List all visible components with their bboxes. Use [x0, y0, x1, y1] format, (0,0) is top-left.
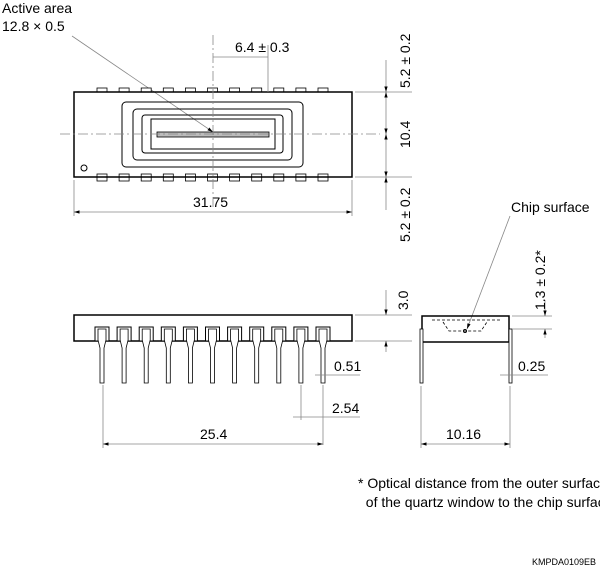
dim-31-75: 31.75 — [193, 194, 228, 210]
side-pins — [94, 326, 331, 384]
pin-lead — [141, 328, 151, 384]
dim-0-51: 0.51 — [334, 358, 361, 374]
chip-surface-leader — [466, 215, 511, 330]
dim-6-4: 6.4 ± 0.3 — [235, 39, 290, 55]
footnote-line1: * Optical distance from the outer surfac… — [358, 475, 600, 491]
chip-hidden-outline — [442, 321, 488, 332]
pin-lead — [318, 328, 328, 384]
dim-0-25: 0.25 — [518, 358, 545, 374]
pin-lead — [119, 328, 129, 384]
pin-lead — [97, 328, 107, 384]
dim-3-0: 3.0 — [395, 290, 411, 310]
dim-5-2-top: 5.2 ± 0.2 — [397, 33, 413, 88]
footnote-line2: of the quartz window to the chip surface — [358, 494, 600, 510]
pin-lead — [252, 328, 262, 384]
active-area-leader — [71, 35, 214, 133]
lead-right — [508, 328, 513, 384]
pin1-mark — [80, 164, 88, 172]
dim-25-4: 25.4 — [200, 426, 227, 442]
dim-1-3: 1.3 ± 0.2* — [532, 250, 548, 310]
dim-10-4: 10.4 — [397, 121, 413, 148]
side-view: 3.0 0.51 2.54 25.4 — [73, 290, 412, 448]
window-frame-2 — [132, 108, 293, 161]
chip-point — [463, 329, 467, 333]
window-frame-outer — [121, 101, 304, 168]
lead-left — [419, 328, 424, 384]
drawing-code: KMPDA0109EB — [532, 557, 596, 566]
pin-lead — [163, 328, 173, 384]
pin-lead — [230, 328, 239, 384]
pin-lead — [208, 328, 217, 384]
active-area-label: Active area — [2, 0, 72, 16]
chip-surface-label: Chip surface — [511, 199, 590, 215]
pin-lead — [186, 328, 195, 384]
pin-lead — [274, 328, 284, 384]
active-area-size-label: 12.8 × 0.5 — [2, 18, 65, 34]
end-body — [421, 315, 510, 343]
pin-lead — [296, 328, 306, 384]
end-view: Chip surface 1.3 ± 0.2* 0.25 10.16 — [419, 199, 590, 448]
dim-2-54: 2.54 — [332, 400, 359, 416]
dim-10-16: 10.16 — [446, 426, 481, 442]
top-view: Active area 12.8 × 0.5 6.4 ± 0.3 5.2 ± 0… — [2, 0, 413, 242]
dim-5-2-bottom: 5.2 ± 0.2 — [397, 187, 413, 242]
